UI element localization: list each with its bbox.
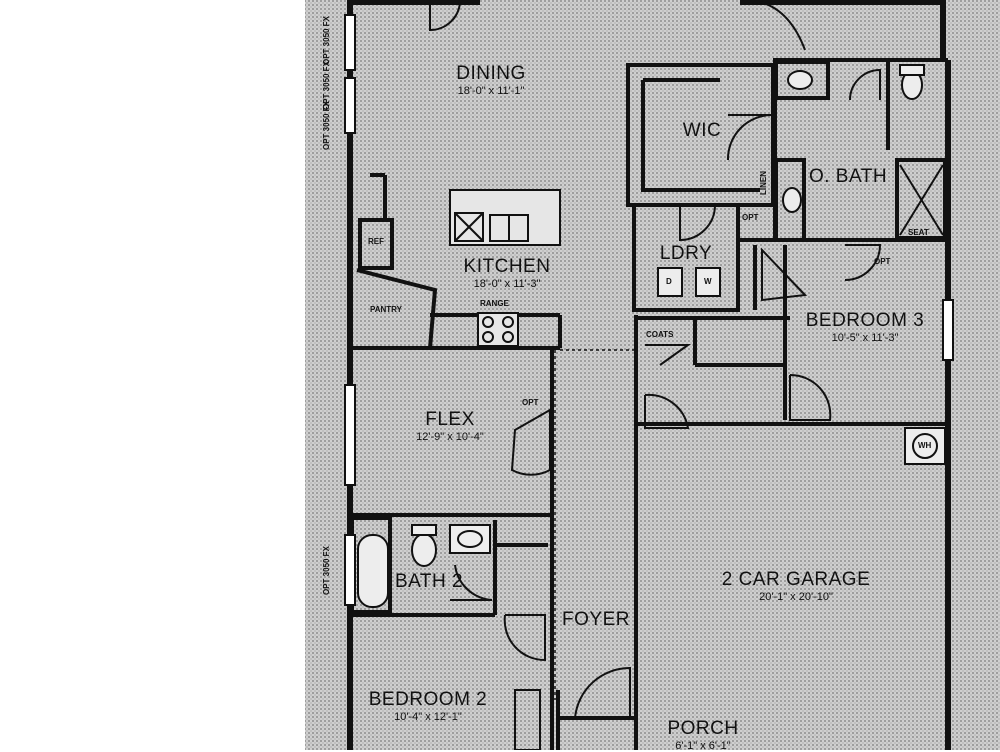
foyer-name: FOYER bbox=[562, 609, 630, 630]
dining-dims: 18'-0" x 11'-1" bbox=[457, 85, 525, 97]
bedroom3-label: BEDROOM 3 10'-5" x 11'-3" bbox=[806, 311, 925, 344]
garage-label: 2 CAR GARAGE 20'-1" x 20'-10" bbox=[722, 570, 871, 603]
kitchen-label: KITCHEN 18'-0" x 11'-3" bbox=[464, 257, 551, 290]
ldry-name: LDRY bbox=[659, 243, 713, 264]
bath-fixtures bbox=[357, 64, 946, 608]
garage-name: 2 CAR GARAGE bbox=[721, 569, 871, 590]
dining-name: DINING bbox=[456, 63, 526, 84]
opt-flex-tag: OPT bbox=[522, 398, 539, 407]
bedroom2-label: BEDROOM 2 10'-4" x 12'-1" bbox=[369, 690, 488, 723]
flex-name: FLEX bbox=[425, 409, 475, 430]
wic-name: WIC bbox=[682, 120, 722, 141]
ref-tag: REF bbox=[368, 237, 384, 246]
dining-label: DINING 18'-0" x 11'-1" bbox=[456, 64, 526, 97]
dryer-tag: D bbox=[666, 277, 672, 286]
porch-name: PORCH bbox=[667, 718, 739, 739]
pantry-tag: PANTRY bbox=[370, 305, 402, 314]
flex-dims: 12'-9" x 10'-4" bbox=[416, 431, 484, 443]
bedroom2-name: BEDROOM 2 bbox=[368, 689, 488, 710]
bedroom3-dims: 10'-5" x 11'-3" bbox=[831, 332, 899, 344]
opt-laundry-tag: OPT bbox=[742, 213, 759, 222]
plan-background bbox=[305, 0, 1000, 750]
obath-label: O. BATH bbox=[809, 167, 887, 186]
flex-label: FLEX 12'-9" x 10'-4" bbox=[416, 410, 484, 443]
kitchen-fixtures bbox=[449, 189, 561, 347]
washer-tag: W bbox=[704, 277, 712, 286]
interior-walls bbox=[350, 58, 948, 750]
window-callout-1: OPT 3050 FX bbox=[322, 16, 331, 65]
kitchen-name: KITCHEN bbox=[463, 256, 551, 277]
door-swings bbox=[429, 1, 882, 750]
wic-label: WIC bbox=[683, 121, 721, 140]
opt-bed3-tag: OPT bbox=[874, 257, 891, 266]
foyer-label: FOYER bbox=[562, 610, 630, 629]
windows bbox=[344, 14, 954, 606]
bedroom3-name: BEDROOM 3 bbox=[805, 310, 925, 331]
bath2-label: BATH 2 bbox=[395, 572, 463, 591]
seat-tag: SEAT bbox=[908, 228, 929, 237]
bath2-name: BATH 2 bbox=[394, 571, 464, 592]
porch-dims: 6'-1" x 6'-1" bbox=[675, 740, 731, 752]
linen-tag: LINEN bbox=[759, 171, 768, 195]
wh-tag: WH bbox=[918, 441, 932, 450]
coats-tag: COATS bbox=[646, 330, 674, 339]
dashed-openings bbox=[554, 349, 636, 700]
obath-name: O. BATH bbox=[808, 166, 888, 187]
bedroom2-dims: 10'-4" x 12'-1" bbox=[394, 711, 462, 723]
window-callout-4: OPT 3050 FX bbox=[322, 546, 331, 595]
kitchen-dims: 18'-0" x 11'-3" bbox=[473, 278, 541, 290]
window-callout-3: OPT 3050 FX bbox=[322, 101, 331, 150]
garage-dims: 20'-1" x 20'-10" bbox=[759, 591, 833, 603]
porch-label: PORCH 6'-1" x 6'-1" bbox=[667, 719, 738, 752]
range-tag: RANGE bbox=[480, 299, 509, 308]
ldry-label: LDRY bbox=[660, 244, 712, 263]
